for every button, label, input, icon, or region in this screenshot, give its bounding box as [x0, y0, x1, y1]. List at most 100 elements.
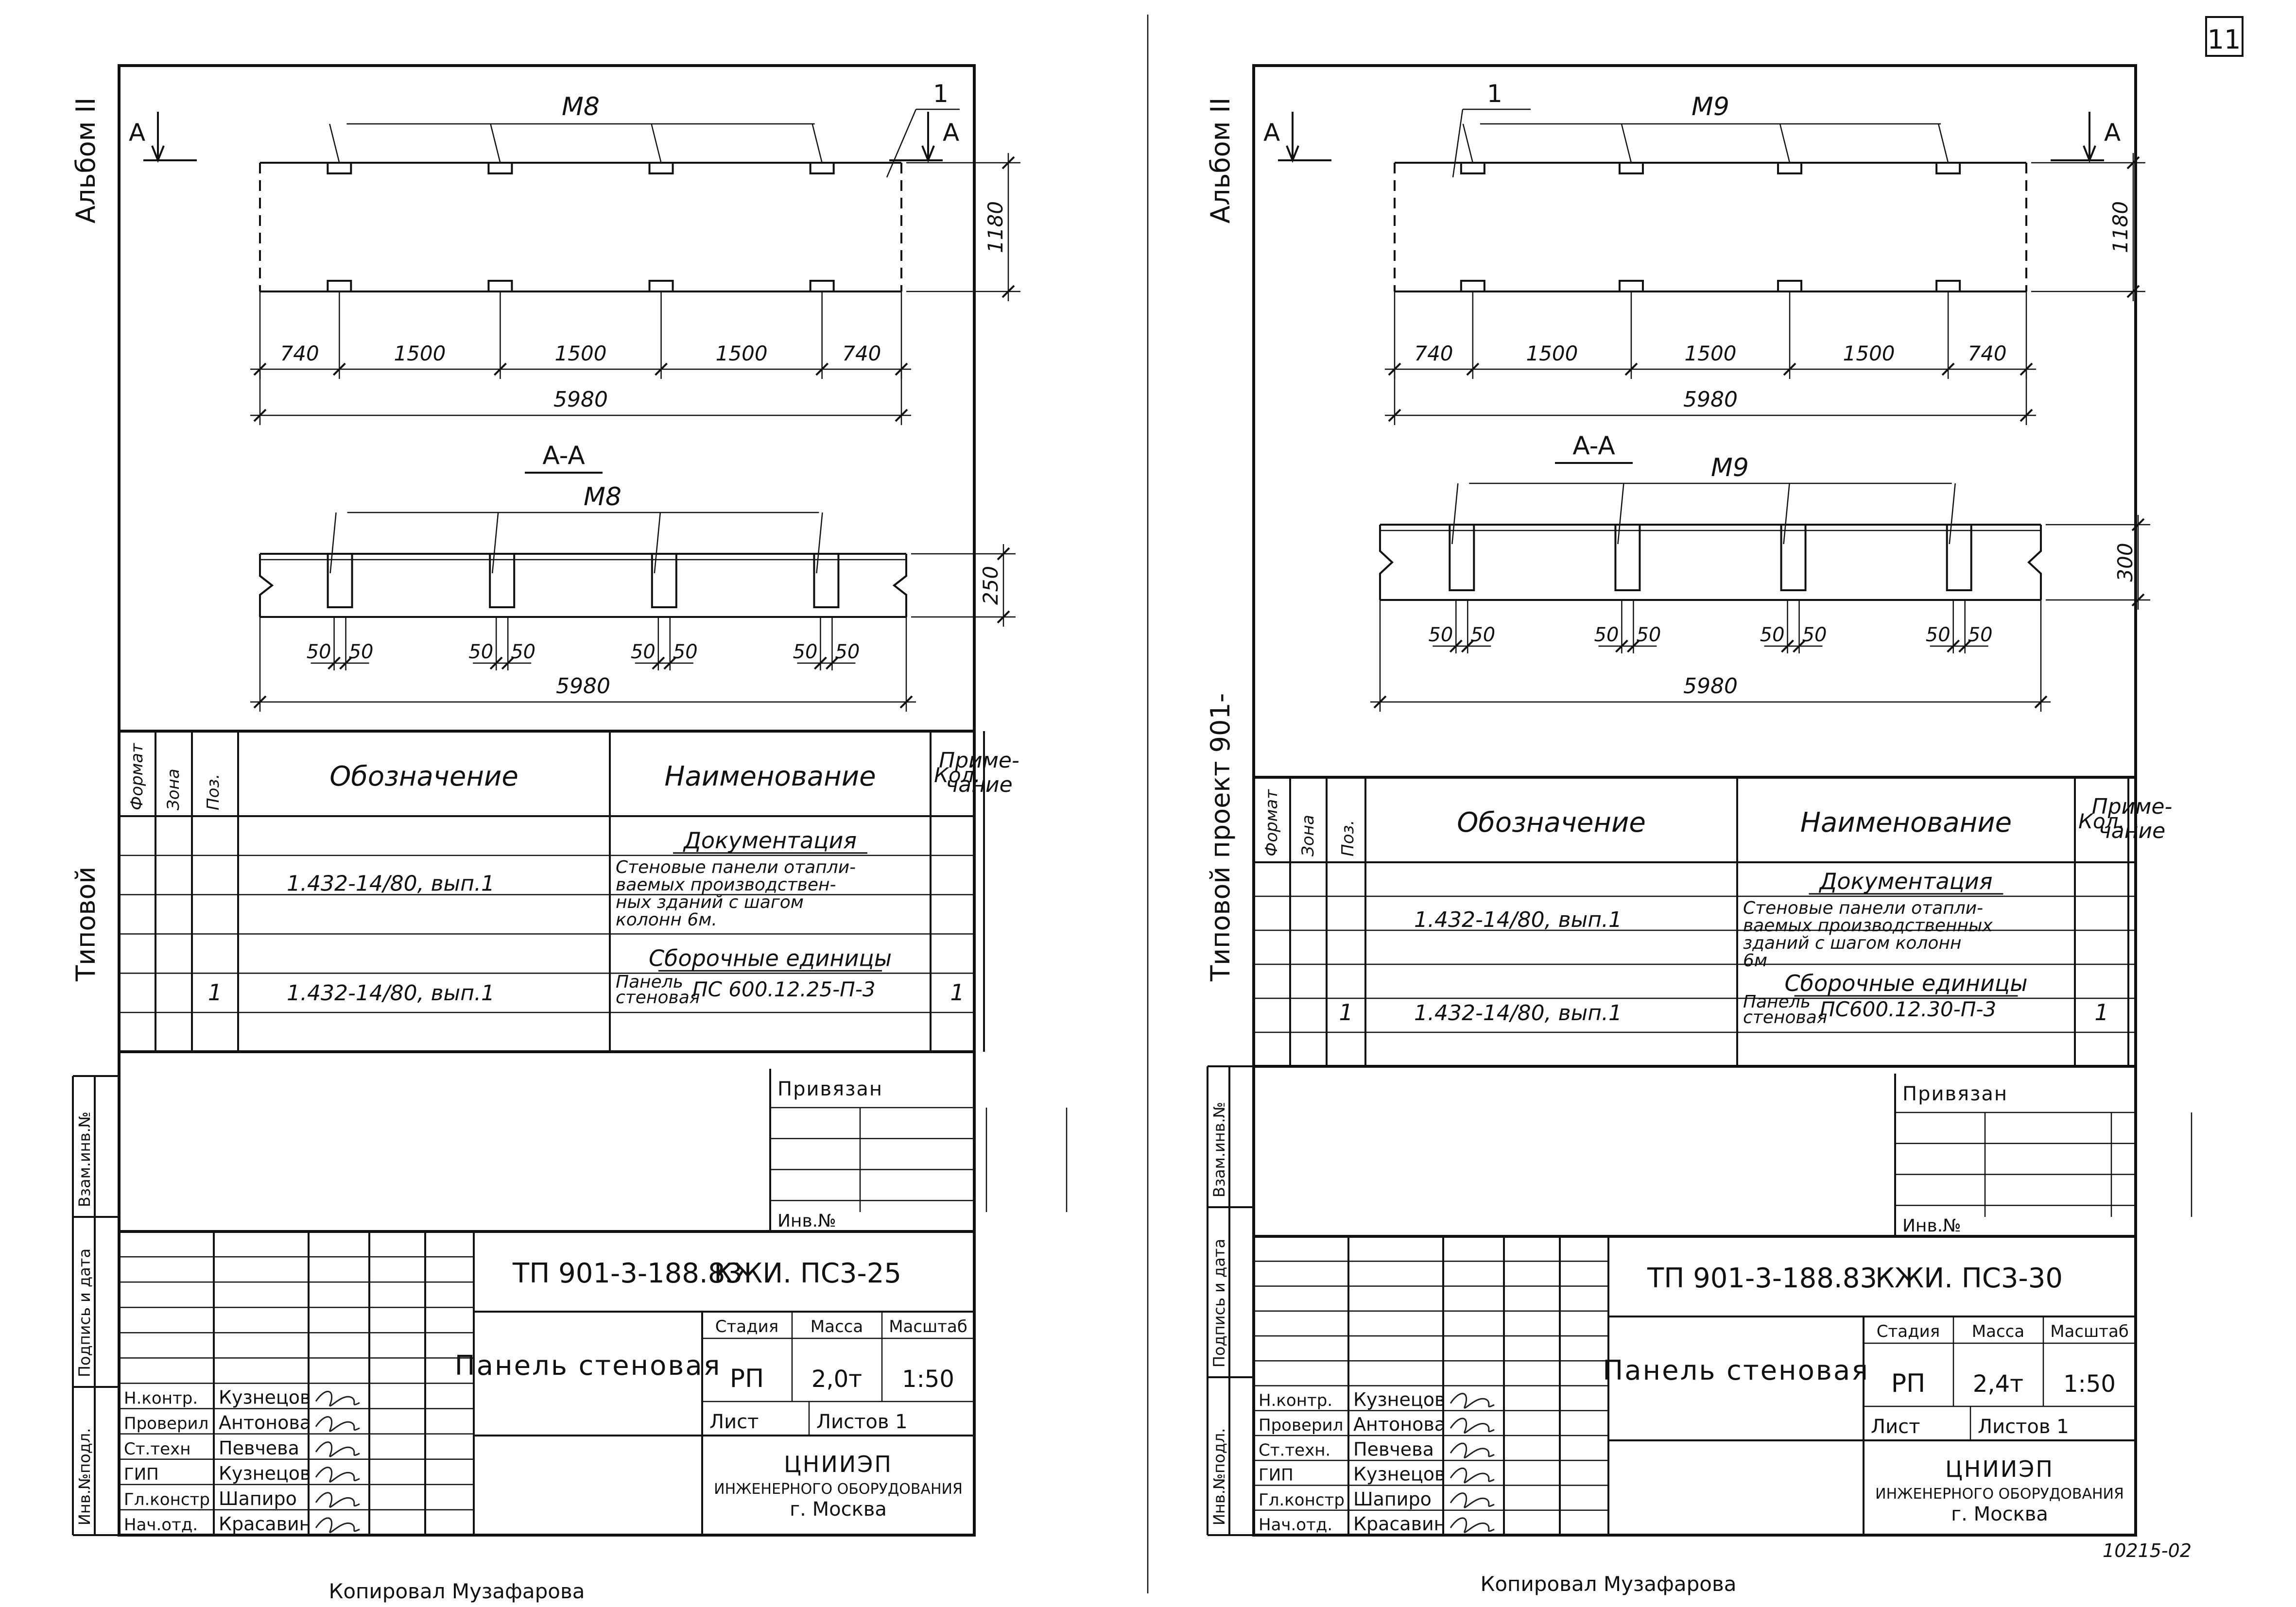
staff-name: Кузнецов: [219, 1463, 311, 1484]
mass-header: Масса: [1972, 1322, 2024, 1341]
stage-value: РП: [730, 1364, 764, 1393]
dimension-tick: [2131, 593, 2145, 607]
dimension-tick: [1781, 639, 1794, 653]
dimension-tick: [1941, 362, 1955, 376]
signature-mark: [315, 1441, 360, 1457]
row-pos: 1: [1339, 999, 1353, 1026]
plan-segment-dim: 740: [1414, 342, 1453, 365]
header-format: Формат: [1262, 789, 1281, 856]
groove-edge-right: [2027, 525, 2042, 600]
inv-no-label: Инв.№: [1902, 1216, 1961, 1236]
plan-segment-dim: 1500: [555, 342, 607, 365]
sheet-frame: [1252, 64, 2137, 1537]
drawing-title: Панель стеновая: [1603, 1355, 1869, 1386]
embedded-part-3: [651, 553, 677, 608]
plan-segment-dim: 1500: [394, 342, 446, 365]
section-mark-leader: [329, 512, 337, 574]
staff-name: Красавин: [219, 1513, 311, 1535]
section-arrow-head: [1286, 145, 1299, 163]
drawing-title: Панель стеновая: [455, 1350, 722, 1382]
dimension-tick: [1793, 639, 1806, 653]
staff-role: Нач.отд.: [1259, 1515, 1332, 1535]
copied-by-left: Копировал Музафарова: [329, 1579, 585, 1603]
staff-role: Н.контр.: [124, 1389, 198, 1408]
staff-name: Певчева: [1353, 1438, 1434, 1460]
plan-segment-dim: 740: [1968, 342, 2006, 365]
gap-dim-left: 50: [793, 641, 818, 663]
org-subtitle: ИНЖЕНЕРНОГО ОБОРУДОВАНИЯ: [1875, 1486, 2124, 1503]
section-mark-leader: [816, 512, 823, 574]
dimension-tick: [1466, 362, 1480, 376]
gap-dim-right: 50: [1470, 624, 1495, 646]
dimension-tick: [1615, 639, 1628, 653]
dimension-tick: [1958, 639, 1972, 653]
header-zone: Зона: [164, 769, 183, 810]
mark-leader: [811, 123, 823, 163]
row-qty: 1: [950, 979, 964, 1006]
gap-dim-left: 50: [631, 641, 656, 663]
section-title: A-A: [1572, 431, 1615, 461]
dimension-tick: [1373, 695, 1387, 709]
section-height-dim: 250: [979, 566, 1002, 605]
dimension-tick: [1783, 362, 1796, 376]
side-inv-original: Инв.№подл.: [1210, 1428, 1228, 1525]
mass-header: Масса: [811, 1317, 863, 1336]
side-sign-date: Подпись и дата: [1210, 1239, 1228, 1368]
page-number: 11: [2208, 24, 2241, 55]
stamp-number: 10215-02: [2103, 1540, 2192, 1561]
row-name: стеновая: [1743, 1008, 1827, 1027]
dimension-tick: [826, 656, 839, 670]
bound-label: Привязан: [777, 1078, 883, 1100]
row-name: стеновая: [616, 988, 700, 1008]
side-inv-original: Инв.№подл.: [75, 1428, 94, 1525]
doc-name-line: зданий с шагом колонн: [1743, 933, 1962, 953]
section-mark: M9: [1711, 453, 1749, 482]
gap-dim-left: 50: [1594, 624, 1619, 646]
staff-role: ГИП: [1259, 1466, 1294, 1485]
org-city: г. Москва: [1951, 1503, 2048, 1525]
header-designation: Обозначение: [329, 761, 518, 792]
gap-dim-left: 50: [1926, 624, 1951, 646]
header-designation: Обозначение: [1457, 807, 1646, 838]
section-marker: A: [2104, 119, 2121, 147]
signature-mark: [1450, 1468, 1495, 1484]
bound-label: Привязан: [1902, 1083, 2008, 1105]
staff-role: Проверил: [1259, 1416, 1343, 1435]
embedded-plate-bottom-2: [487, 280, 513, 292]
side-inv-replace: Взам.инв.№: [75, 1111, 94, 1207]
plan-total-dim: 5980: [553, 387, 608, 412]
tongue-edge-left: [259, 554, 274, 617]
section-documentation: Документация: [1818, 868, 1992, 894]
section-total-dim: 5980: [1683, 674, 1738, 699]
mass-value: 2,0т: [811, 1366, 862, 1393]
header-name: Наименование: [664, 761, 876, 792]
dimension-tick: [2126, 156, 2140, 170]
header-qty: Кол.: [2078, 809, 2125, 833]
section-total-dim: 5980: [556, 674, 610, 699]
staff-role: Н.контр.: [1259, 1391, 1332, 1410]
embedded-plate-bottom-1: [1460, 280, 1485, 292]
row-designation: 1.432-14/80, вып.1: [287, 981, 495, 1006]
signature-mark: [315, 1391, 360, 1407]
sheet-code: КЖИ. ПС3-25: [714, 1258, 901, 1289]
header-note: Приме-: [939, 748, 1019, 773]
sheet-label: Лист: [1871, 1416, 1920, 1438]
dimension-tick: [1461, 639, 1474, 653]
plan-segment-dim: 1500: [1685, 342, 1737, 365]
signature-mark: [1450, 1418, 1495, 1434]
dimension-tick: [655, 362, 668, 376]
gap-dim-right: 50: [1968, 624, 1993, 646]
doc-code: ТП 901-3-188.83: [1647, 1263, 1877, 1294]
plan-height-dim: 1180: [984, 201, 1007, 253]
gap-dim-left: 50: [307, 641, 331, 663]
sheets-label: Листов 1: [816, 1411, 908, 1433]
section-mark: M8: [584, 482, 621, 512]
embedded-plate-top-4: [809, 162, 835, 174]
section-arrow-head: [151, 145, 165, 163]
staff-name: Антонова: [1353, 1414, 1446, 1435]
